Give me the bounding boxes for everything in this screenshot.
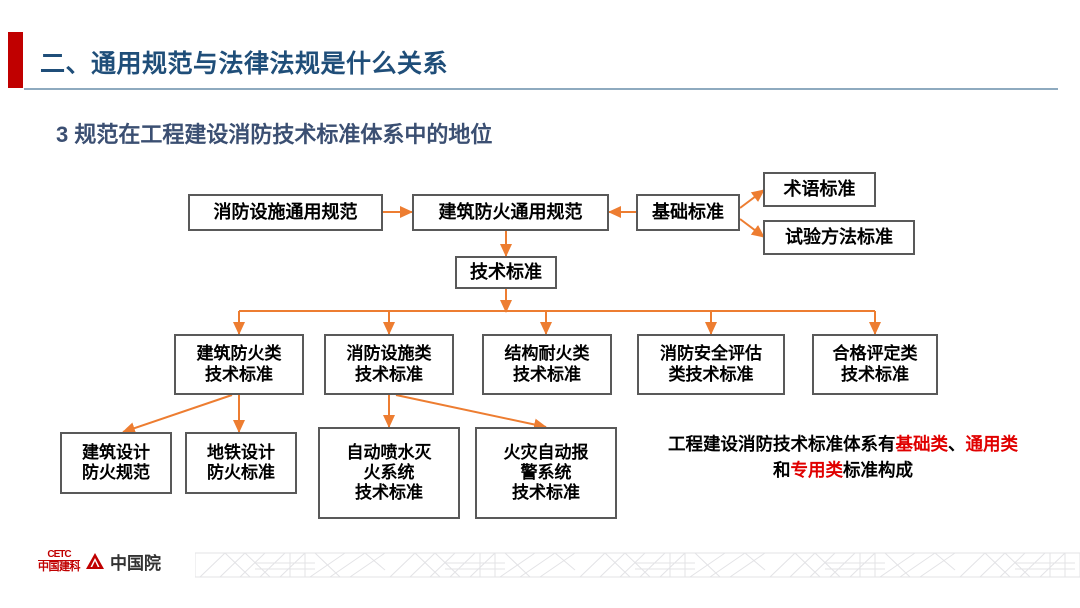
node-technical-standard[interactable]: 技术标准 [455,256,557,289]
section-subtitle: 3 规范在工程建设消防技术标准体系中的地位 [56,122,493,147]
summary-part4: 和 [773,460,791,481]
title-accent-bar [8,32,23,88]
page-title: 二、通用规范与法律法规是什么关系 [40,50,449,78]
triangle-logo-icon [86,553,104,569]
node-cat-building-fireproof[interactable]: 建筑防火类 技术标准 [174,334,304,395]
title-divider [24,88,1058,90]
node-cat-fire-safety-assess[interactable]: 消防安全评估 类技术标准 [637,334,785,395]
summary-highlight-general: 通用类 [965,434,1019,454]
footer-decorative-pattern [195,552,1080,578]
node-cat-structure-fire-resist[interactable]: 结构耐火类 技术标准 [482,334,612,395]
summary-text: 工程建设消防技术标准体系有基础类、通用类和专用类标准构成 [668,431,1018,484]
summary-highlight-special: 专用类 [790,460,844,481]
logo-institute-name: 中国院 [110,553,161,573]
summary-part5: 标准构成 [843,460,913,481]
summary-highlight-basic: 基础 [895,434,931,454]
summary-part3: 、 [948,434,966,454]
node-cat-fire-facility[interactable]: 消防设施类 技术标准 [324,334,454,395]
cetc-wordmark: CETC 中国建科 [38,549,81,573]
summary-part1: 工程建设消防技术标准体系有 [668,434,896,454]
node-cat-conformity-assess[interactable]: 合格评定类 技术标准 [812,334,938,395]
node-fire-alarm-system[interactable]: 火灾自动报 警系统 技术标准 [475,427,617,519]
node-building-fireproof-general[interactable]: 建筑防火通用规范 [412,194,609,231]
node-terminology-standard[interactable]: 术语标准 [763,172,876,207]
cetc-latin-text: CETC [38,549,80,561]
node-basic-standard[interactable]: 基础标准 [636,194,740,231]
cetc-cn-text: 中国建科 [38,560,81,573]
node-building-design-fire-code[interactable]: 建筑设计 防火规范 [60,432,172,494]
footer-logo: CETC 中国建科 中国院 [38,548,161,574]
node-metro-design-fire-std[interactable]: 地铁设计 防火标准 [185,432,297,494]
node-sprinkler-system[interactable]: 自动喷水灭 火系统 技术标准 [318,427,460,519]
node-test-method-standard[interactable]: 试验方法标准 [763,220,915,255]
summary-highlight-basic-cat: 类 [930,434,949,454]
node-fire-facility-general[interactable]: 消防设施通用规范 [188,194,383,231]
